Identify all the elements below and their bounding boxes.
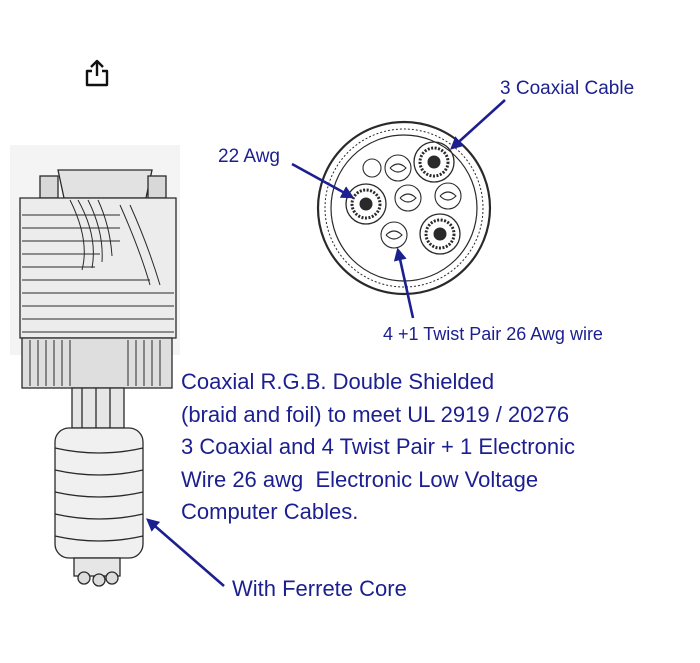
- label-coaxial-cable: 3 Coaxial Cable: [500, 78, 635, 99]
- share-icon: [83, 58, 111, 93]
- arrow-ferrite: [146, 518, 225, 587]
- label-ferrite-core: With Ferrete Core: [232, 576, 407, 601]
- description-line: Wire 26 awg Electronic Low Voltage: [181, 466, 539, 492]
- coax-conductor: [419, 213, 461, 255]
- callout-arrows: [146, 99, 506, 587]
- description-line: 3 Coaxial and 4 Twist Pair + 1 Electroni…: [181, 434, 575, 459]
- description-line: (braid and foil) to meet UL 2919 / 20276: [181, 401, 570, 427]
- share-button[interactable]: [80, 58, 114, 92]
- cable-cross-section: [316, 120, 492, 296]
- arrow-22awg: [291, 162, 355, 199]
- connector-illustration: [10, 145, 180, 587]
- description-line: Computer Cables.: [181, 499, 359, 524]
- arrow-coax: [450, 99, 506, 150]
- description-line: Coaxial R.G.B. Double Shielded: [181, 369, 495, 394]
- twist-pair: [362, 154, 462, 249]
- label-twist-pair: 4 +1 Twist Pair 26 Awg wire: [383, 324, 603, 344]
- label-22-awg: 22 Awg: [218, 146, 280, 167]
- coax-conductor: [345, 183, 387, 225]
- coax-conductor: [413, 141, 455, 183]
- arrow-twist: [393, 247, 415, 319]
- description-block: Coaxial R.G.B. Double Shielded (braid an…: [181, 366, 575, 529]
